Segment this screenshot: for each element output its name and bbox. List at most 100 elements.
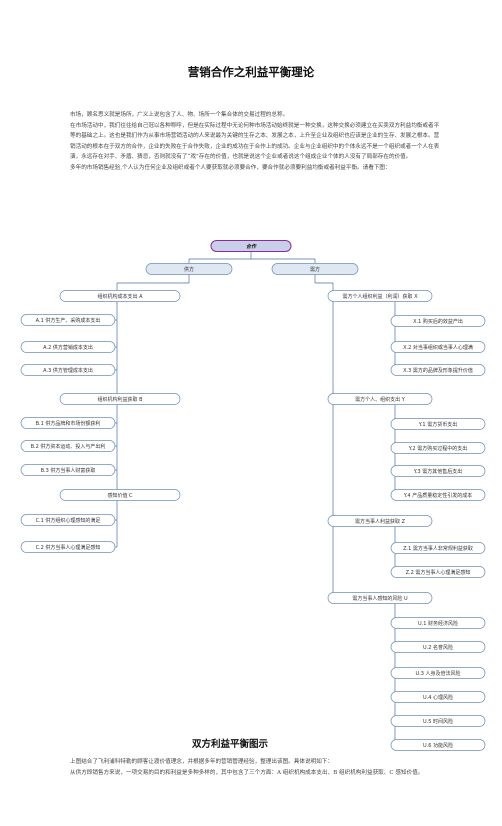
intro-paragraph-3: 多年的市场销售经验,个人认为任何企业及组织或者个人要获取就必须要合作，要合作就必… — [70, 164, 391, 171]
supplier-group-2-shape — [59, 393, 181, 405]
demander-item-4-4-label: U.4 心理风险 — [423, 694, 453, 701]
demander-item-1-2-label: X.2 对当事组织或当事人心理满 — [403, 344, 473, 351]
outro-text: 上图结合了飞利浦科特勒的顾客让渡价值理念，并根据多年的营销管理经验，整理出该图。… — [70, 757, 442, 778]
supplier-item-1-2-label: A.2 供方营销成本支出 — [43, 344, 93, 351]
demander-item-2-4: Y.4 产品质量稳定性引发的成本 — [390, 489, 486, 501]
demander-item-4-6-label: U.6 功能风险 — [423, 742, 453, 749]
demander-item-1-1: X.1 购买后的效益产出 — [390, 315, 486, 327]
demander-item-2-2-label: Y.2 需方购买过程中的支出 — [408, 445, 467, 452]
demander-group-1-shape — [327, 290, 433, 302]
demander-item-2-4-shape — [390, 489, 486, 501]
demander-item-1-3: X.3 需方的品牌及形象提升价值 — [390, 364, 486, 376]
demander-node-label: 需方 — [310, 266, 320, 273]
outro-paragraph-2: 从供方即销售方来说，一项交易的目的和利益是多种多样的，其中包含了三个方面：A 组… — [70, 769, 424, 776]
diagram-caption: 双方利益平衡图示 — [191, 739, 268, 750]
demander-group-1: 需方个人组织利益（利润）获取 X — [327, 290, 433, 302]
intro-paragraph-2: 在市场活动中，我们往往给自己冠以各种称呼，但是在实际过程中无论何种市场活动始终就… — [70, 122, 440, 161]
supplier-group-1: 组织机构成本支出 A — [59, 290, 181, 302]
demander-group-4: 需方当事人感知的风险 U — [327, 592, 433, 604]
root-node-label: 合作 — [246, 243, 257, 250]
supplier-item-3-2-label: C.2 供方当事人心理满足感知 — [36, 544, 101, 551]
demander-item-3-2-label: Z.2 需方当事人心理满足感知 — [406, 569, 471, 576]
supplier-group-2-label: 组织机构利益获取 B — [97, 396, 143, 403]
supplier-group-1-label: 组织机构成本支出 A — [97, 293, 143, 300]
supplier-item-2-2: B.2 供方资本运动、投入与产出利 — [20, 440, 116, 452]
demander-item-2-1-label: Y.1 需方货币支出 — [418, 421, 457, 428]
demander-item-4-2-label: U.2 名誉风险 — [423, 644, 453, 651]
demander-item-3-2: Z.2 需方当事人心理满足感知 — [390, 566, 486, 578]
demander-item-4-3: U.3 人身及倍法风险 — [390, 667, 486, 679]
demander-node-shape — [271, 263, 359, 275]
outro-paragraph-1: 上图结合了飞利浦科特勒的顾客让渡价值理念，并根据多年的营销管理经验，整理出该图。… — [70, 759, 333, 765]
supplier-item-2-1-shape — [20, 417, 116, 429]
demander-item-3-1-shape — [390, 542, 486, 554]
demander-group-4-shape — [327, 592, 433, 604]
supplier-item-2-3: B.3 供方当事人财富获取 — [20, 464, 116, 476]
supplier-item-3-2-shape — [20, 541, 116, 553]
demander-group-2: 需方个人、组织支出 Y — [327, 393, 433, 405]
demander-item-3-2-shape — [390, 566, 486, 578]
demander-item-4-3-label: U.3 人身及倍法风险 — [415, 670, 460, 677]
supplier-item-2-3-shape — [20, 464, 116, 476]
supplier-item-1-2: A.2 供方营销成本支出 — [20, 341, 116, 353]
demander-item-2-2-shape — [390, 442, 486, 454]
demander-item-2-3-label: Y.3 需方其他售后支出 — [413, 468, 462, 475]
demander-item-4-2: U.2 名誉风险 — [390, 641, 486, 653]
demander-item-4-6: U.6 功能风险 — [390, 739, 486, 751]
supplier-group-3-shape — [59, 489, 181, 501]
supplier-group-3: 感知价值 C — [59, 489, 181, 501]
supplier-node-shape — [145, 263, 233, 275]
demander-item-3-1-label: Z.1 需方当事人非常规利益获取 — [403, 545, 473, 552]
supplier-item-2-2-label: B.2 供方资本运动、投入与产出利 — [31, 443, 106, 450]
demander-item-1-3-shape — [390, 364, 486, 376]
supplier-item-1-3-label: A.3 供方管理成本支出 — [43, 367, 93, 374]
page-title: 营销合作之利益平衡理论 — [187, 65, 315, 79]
demander-item-4-3-shape — [390, 667, 486, 679]
supplier-item-1-3: A.3 供方管理成本支出 — [20, 364, 116, 376]
demander-item-2-3-shape — [390, 465, 486, 477]
supplier-item-3-1-label: C.1 供方组织心理感知的满足 — [36, 517, 101, 524]
supplier-item-1-1: A.1 供方生产、采购成本支出 — [20, 314, 116, 326]
demander-item-4-4-shape — [390, 691, 486, 703]
demander-item-3-1: Z.1 需方当事人非常规利益获取 — [390, 542, 486, 554]
demander-item-4-5-label: U.5 时间风险 — [423, 718, 453, 725]
demander-group-3-shape — [327, 515, 433, 527]
supplier-item-3-2: C.2 供方当事人心理满足感知 — [20, 541, 116, 553]
demander-item-2-1: Y.1 需方货币支出 — [390, 418, 486, 430]
demander-item-1-2-shape — [390, 341, 486, 353]
demander-group-4-label: 需方当事人感知的风险 U — [352, 595, 408, 602]
demander-item-4-1: U.1 财务经济风险 — [390, 617, 486, 629]
root-node: 合作 — [210, 240, 292, 252]
supplier-item-2-3-label: B.3 供方当事人财富获取 — [41, 467, 96, 474]
supplier-node-label: 供方 — [184, 266, 194, 273]
demander-item-4-5: U.5 时间风险 — [390, 715, 486, 727]
supplier-item-2-1: B.1 供方品牌和市场份额获利 — [20, 417, 116, 429]
supplier-item-1-2-shape — [20, 341, 116, 353]
supplier-item-3-1: C.1 供方组织心理感知的满足 — [20, 514, 116, 526]
demander-item-4-1-shape — [390, 617, 486, 629]
root-node-shape — [210, 240, 292, 252]
demander-item-2-4-label: Y.4 产品质量稳定性引发的成本 — [403, 492, 472, 499]
demander-item-2-3: Y.3 需方其他售后支出 — [390, 465, 486, 477]
demander-item-4-4: U.4 心理风险 — [390, 691, 486, 703]
supplier-item-1-1-shape — [20, 314, 116, 326]
demander-item-4-5-shape — [390, 715, 486, 727]
demander-group-3-label: 需方当事人利益获取 Z — [355, 518, 406, 525]
demander-item-4-2-shape — [390, 641, 486, 653]
demander-item-1-1-shape — [390, 315, 486, 327]
supplier-node: 供方 — [145, 263, 233, 275]
demander-item-2-1-shape — [390, 418, 486, 430]
demander-item-4-6-shape — [390, 739, 486, 751]
supplier-group-3-label: 感知价值 C — [107, 492, 133, 499]
demander-group-2-shape — [327, 393, 433, 405]
demander-group-1-label: 需方个人组织利益（利润）获取 X — [342, 293, 418, 300]
supplier-item-3-1-shape — [20, 514, 116, 526]
demander-item-1-1-label: X.1 购买后的效益产出 — [413, 318, 463, 325]
demander-node: 需方 — [271, 263, 359, 275]
supplier-item-1-1-label: A.1 供方生产、采购成本支出 — [36, 317, 101, 324]
demander-group-2-label: 需方个人、组织支出 Y — [355, 396, 406, 403]
supplier-item-2-2-shape — [20, 440, 116, 452]
demander-item-4-1-label: U.1 财务经济风险 — [418, 620, 458, 627]
